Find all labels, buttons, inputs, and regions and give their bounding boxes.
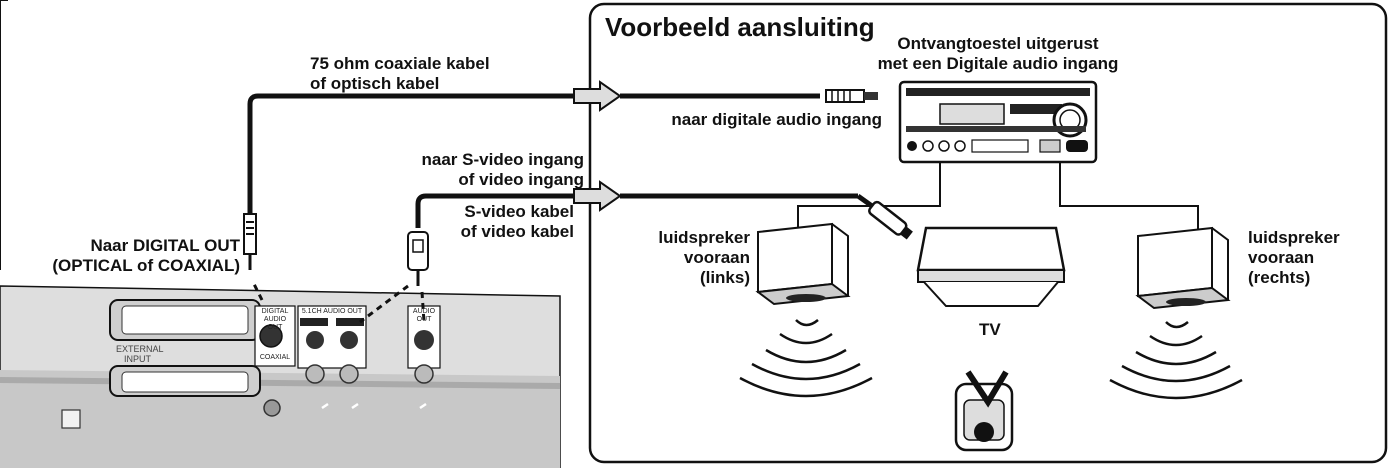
tv: [916, 226, 1066, 307]
svideo-in-label-2: of video ingang: [458, 170, 584, 189]
digital-arrow: [573, 80, 878, 112]
speaker-right-label-1: luidspreker: [1248, 228, 1340, 247]
digital-cable: [243, 93, 574, 301]
panel-51-audio: 5.1CH AUDIO OUT: [301, 308, 363, 315]
panel-external-1: EXTERNAL: [116, 344, 164, 354]
panel-digital-1: DIGITAL: [261, 308, 289, 315]
diagram-title: Voorbeeld aansluiting: [605, 12, 875, 42]
cable-label-top-1: 75 ohm coaxiale kabel: [310, 54, 490, 73]
svideo-plug: [868, 200, 913, 240]
dvd-player-rear-panel: [0, 285, 561, 468]
panel-external-2: INPUT: [124, 354, 151, 364]
panel-digital-3: OUT: [267, 324, 283, 331]
receiver-label-1: Ontvangtoestel uitgerust: [897, 34, 1099, 53]
panel-coaxial: COAXIAL: [259, 354, 291, 361]
cable-label-top-2: of optisch kabel: [310, 74, 440, 93]
panel-audio-1: AUDIO: [412, 308, 436, 315]
svideo-in-label-1: naar S-video ingang: [421, 150, 584, 169]
panel-digital-2: AUDIO: [263, 316, 287, 323]
speaker-right: [1109, 226, 1243, 400]
digital-out-label-2: (OPTICAL of COAXIAL): [52, 256, 240, 275]
digital-audio-in-label: naar digitale audio ingang: [671, 110, 882, 129]
receiver: [898, 80, 1098, 164]
panel-audio-2: OUT: [416, 316, 432, 323]
device-panel-top: [0, 0, 8, 270]
svideo-cable-label-1: S-video kabel: [464, 202, 574, 221]
left-speaker-wire: [797, 162, 941, 228]
speaker-left-label-3: (links): [699, 268, 750, 287]
video-cable: [359, 193, 574, 324]
listener: [954, 370, 1014, 452]
digital-out-label-1: Naar DIGITAL OUT: [90, 236, 240, 255]
tv-label: TV: [979, 320, 1001, 339]
svideo-cable-label-2: of video kabel: [460, 222, 574, 241]
speaker-right-label-3: (rechts): [1248, 268, 1311, 287]
right-speaker-wire: [1059, 162, 1199, 232]
speaker-left: [739, 222, 873, 398]
speaker-right-label-2: vooraan: [1248, 248, 1315, 267]
speaker-left-label-1: luidspreker: [658, 228, 750, 247]
speaker-left-label-2: vooraan: [683, 248, 750, 267]
example-frame: [588, 2, 1388, 464]
video-arrow: [573, 180, 874, 212]
receiver-label-2: met een Digitale audio ingang: [877, 54, 1119, 73]
